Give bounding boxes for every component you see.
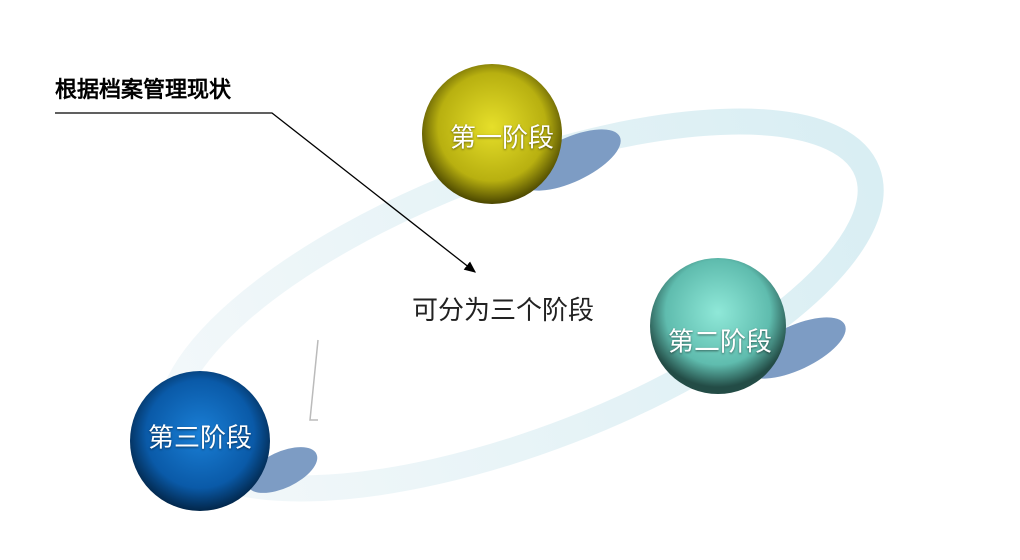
stage-1-label: 第一阶段 — [449, 123, 555, 154]
stage-2-label: 第二阶段 — [667, 327, 773, 358]
stage-3-label: 第三阶段 — [147, 423, 253, 454]
pointer-arrow — [55, 112, 477, 273]
bracket-line — [309, 339, 319, 421]
stage-2-sphere — [650, 258, 786, 394]
stage-3-shadow — [246, 447, 318, 493]
diagram-title: 根据档案管理现状 — [55, 78, 232, 103]
center-text: 可分为三个阶段 — [412, 296, 595, 326]
stage-3-sphere — [130, 371, 270, 511]
stage-1-sphere — [422, 64, 562, 204]
